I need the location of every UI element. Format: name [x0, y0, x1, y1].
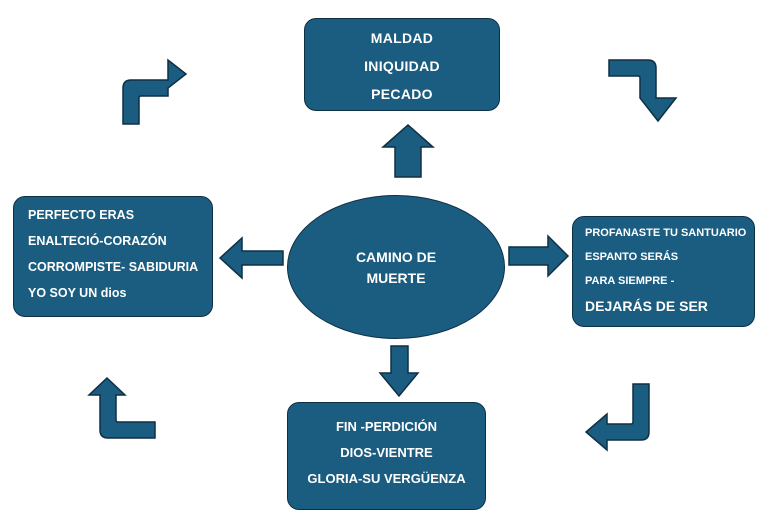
center-line-muerte: MUERTE: [366, 270, 426, 286]
bottom-box-line-gloria: GLORIA-SU VERGÜENZA: [307, 471, 466, 486]
left-box-line-perfecto: PERFECTO ERAS: [28, 208, 135, 222]
top-box-line-maldad: MALDAD: [370, 30, 434, 46]
right-box-line-dejaras: DEJARÁS DE SER: [585, 298, 708, 314]
left-box-line-enaltecio: ENALTECIÓ-CORAZÓN: [28, 234, 167, 248]
top-box-line-pecado: PECADO: [371, 86, 433, 102]
bottom-box-line-fin: FIN -PERDICIÓN: [335, 419, 438, 434]
right-box-line-para-siempre: PARA SIEMPRE -: [585, 275, 675, 287]
bottom-box: FIN -PERDICIÓN DIOS-VIENTRE GLORIA-SU VE…: [287, 402, 486, 510]
right-box: PROFANASTE TU SANTUARIO ESPANTO SERÁS PA…: [572, 216, 755, 327]
left-box-line-corrompiste: CORROMPISTE- SABIDURIA: [28, 260, 199, 274]
left-box: PERFECTO ERAS ENALTECIÓ-CORAZÓN CORROMPI…: [13, 196, 213, 317]
left-box-line-yo-soy: YO SOY UN dios: [28, 286, 127, 300]
right-box-line-espanto: ESPANTO SERÁS: [585, 251, 679, 263]
center-line-camino: CAMINO DE: [355, 249, 437, 265]
bottom-box-line-dios: DIOS-VIENTRE: [340, 445, 433, 460]
center-ellipse: CAMINO DE MUERTE: [287, 195, 505, 339]
right-box-line-profanaste: PROFANASTE TU SANTUARIO: [585, 227, 747, 239]
top-box: MALDAD INIQUIDAD PECADO: [304, 18, 500, 111]
top-box-line-iniquidad: INIQUIDAD: [364, 58, 440, 74]
